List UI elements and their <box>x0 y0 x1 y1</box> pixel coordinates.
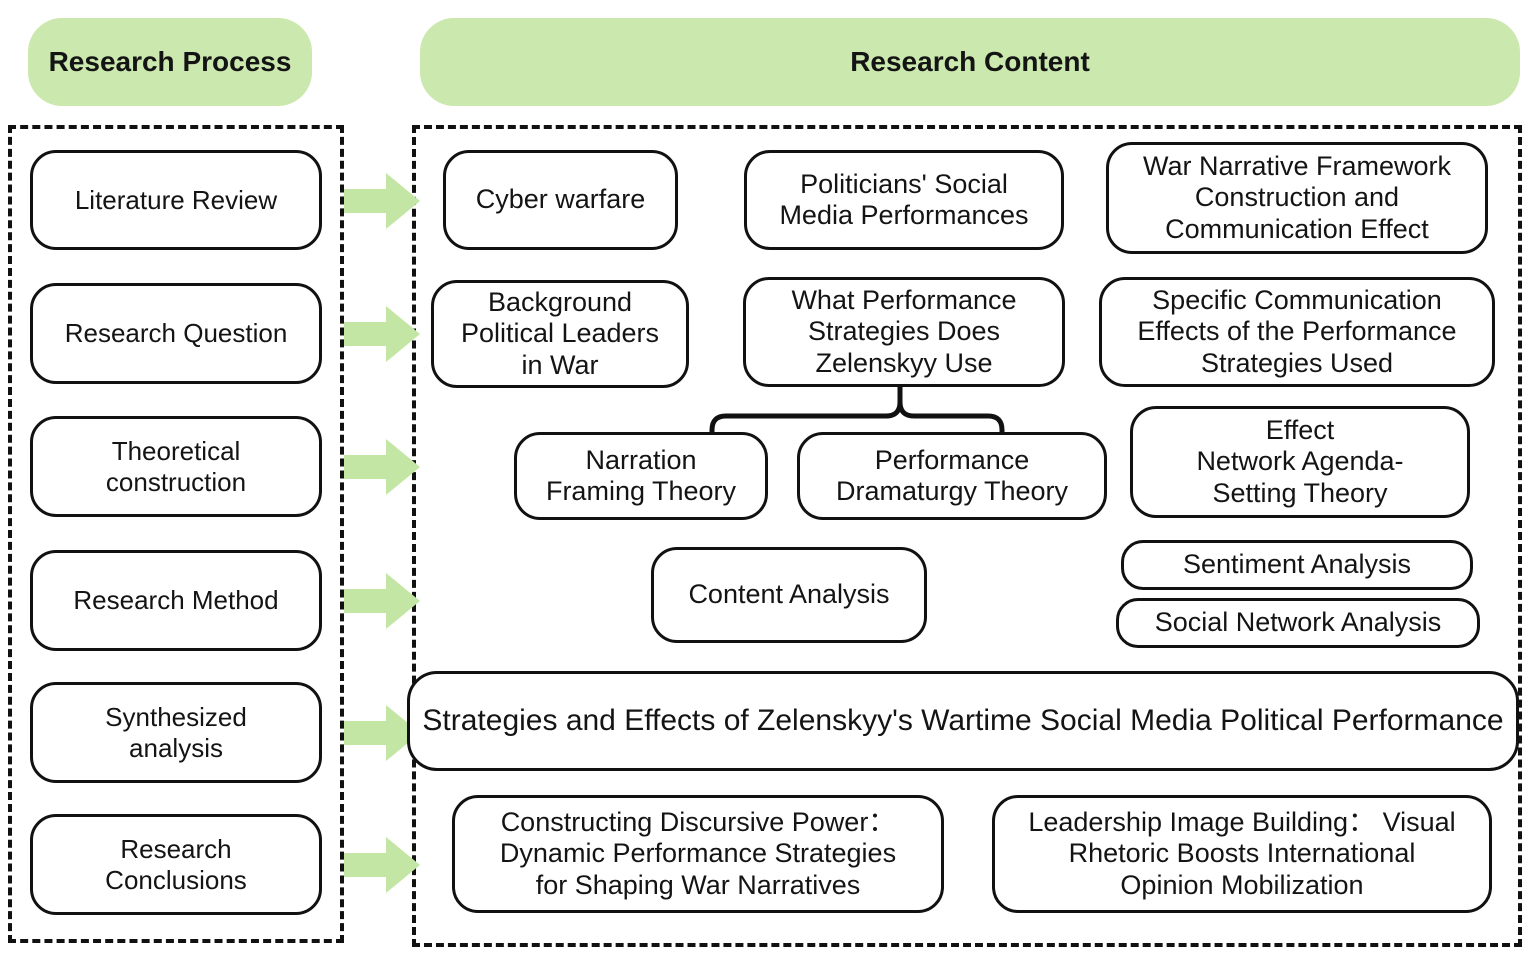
process-step-synthesized-analysis[interactable]: Synthesized analysis <box>30 682 322 783</box>
brace-connector <box>690 378 1020 454</box>
content-node-conclusion-discursive-power[interactable]: Constructing Discursive Power： Dynamic P… <box>452 795 944 913</box>
arrow-research-conclusions <box>344 837 420 893</box>
content-node-what-performance-strategies[interactable]: What Performance Strategies Does Zelensk… <box>743 277 1065 387</box>
arrow-theoretical-construction <box>344 439 420 495</box>
content-node-performance-dramaturgy-theory[interactable]: Performance Dramaturgy Theory <box>797 432 1107 520</box>
content-node-synthesis-banner[interactable]: Strategies and Effects of Zelenskyy's Wa… <box>407 671 1519 771</box>
content-node-specific-communication-effects[interactable]: Specific Communication Effects of the Pe… <box>1099 277 1495 387</box>
process-step-research-question[interactable]: Research Question <box>30 283 322 384</box>
process-step-research-conclusions[interactable]: Research Conclusions <box>30 814 322 915</box>
arrow-research-method <box>344 573 420 629</box>
content-node-background-political-leaders[interactable]: Background Political Leaders in War <box>431 280 689 388</box>
content-node-conclusion-leadership-image[interactable]: Leadership Image Building： Visual Rhetor… <box>992 795 1492 913</box>
content-node-war-narrative-framework[interactable]: War Narrative Framework Construction and… <box>1106 142 1488 254</box>
content-node-cyber-warfare[interactable]: Cyber warfare <box>443 150 678 250</box>
content-node-effect-network-agenda-setting-theory[interactable]: Effect Network Agenda- Setting Theory <box>1130 406 1470 518</box>
content-node-politicians-social-media-performances[interactable]: Politicians' Social Media Performances <box>744 150 1064 250</box>
arrow-literature-review <box>344 173 420 229</box>
content-node-social-network-analysis[interactable]: Social Network Analysis <box>1116 598 1480 648</box>
research-process-header: Research Process <box>28 18 312 106</box>
content-node-sentiment-analysis[interactable]: Sentiment Analysis <box>1121 540 1473 590</box>
arrow-synthesized-analysis <box>344 705 420 761</box>
content-node-content-analysis[interactable]: Content Analysis <box>651 547 927 643</box>
research-process-panel <box>8 125 344 943</box>
research-content-panel <box>412 125 1522 947</box>
process-step-theoretical-construction[interactable]: Theoretical construction <box>30 416 322 517</box>
research-content-header: Research Content <box>420 18 1520 106</box>
process-step-literature-review[interactable]: Literature Review <box>30 150 322 250</box>
arrow-research-question <box>344 306 420 362</box>
process-step-research-method[interactable]: Research Method <box>30 550 322 651</box>
content-node-narration-framing-theory[interactable]: Narration Framing Theory <box>514 432 768 520</box>
